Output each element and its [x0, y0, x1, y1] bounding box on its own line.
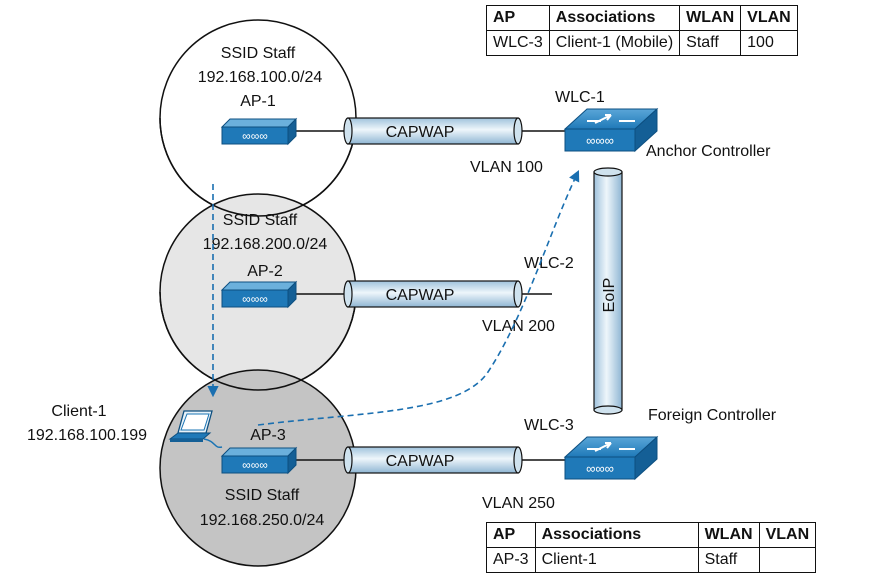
cell-wlan: Staff [697, 547, 760, 573]
cell-associations: Client-1 (Mobile) [548, 30, 681, 56]
capwap-tunnel-2: CAPWAP [343, 280, 523, 308]
cell3-ap-label: AP-3 [250, 427, 286, 444]
cell1-subnet: 192.168.100.0/24 [198, 69, 323, 86]
capwap-label-3: CAPWAP [386, 453, 455, 470]
wlc3-device: ∞∞∞ [563, 435, 659, 481]
capwap-tunnel-3: CAPWAP [343, 446, 523, 474]
col-associations: Associations [534, 522, 699, 548]
cell-wlan: Staff [679, 30, 742, 56]
cell3-subnet: 192.168.250.0/24 [200, 512, 325, 529]
cell-associations: Client-1 [534, 547, 699, 573]
wlc3-label: WLC-3 [524, 417, 574, 434]
ap1-device: ∞∞∞ [220, 117, 298, 146]
cell2-subnet: 192.168.200.0/24 [203, 236, 328, 253]
cell1-ssid: SSID Staff [221, 45, 296, 62]
cell-ap: AP-3 [486, 547, 536, 573]
svg-text:∞∞∞: ∞∞∞ [586, 133, 614, 148]
col-associations: Associations [548, 5, 681, 31]
cell2-ap-label: AP-2 [247, 263, 283, 280]
eoip-tunnel: EoIP [593, 167, 623, 415]
wlc2-label: WLC-2 [524, 255, 574, 272]
association-table-wlc3: AP Associations WLAN VLAN WLC-3 Client-1… [486, 5, 798, 56]
cell-ap: WLC-3 [486, 30, 550, 56]
wlc1-device: ∞∞∞ [563, 107, 659, 153]
cell3-ssid: SSID Staff [225, 487, 300, 504]
wlc2-vlan: VLAN 200 [482, 318, 555, 335]
ap2-device: ∞∞∞ [220, 280, 298, 309]
association-table-ap3: AP Associations WLAN VLAN AP-3 Client-1 … [486, 522, 817, 573]
wlc1-role: Anchor Controller [646, 143, 771, 160]
col-wlan: WLAN [697, 522, 760, 548]
ap3-device: ∞∞∞ [220, 446, 298, 475]
wlc3-vlan: VLAN 250 [482, 495, 555, 512]
col-ap: AP [486, 5, 550, 31]
svg-text:∞∞∞: ∞∞∞ [242, 129, 268, 143]
laptop-icon [168, 410, 223, 449]
wlc1-vlan: VLAN 100 [470, 159, 543, 176]
table-row: AP-3 Client-1 Staff [486, 547, 817, 573]
cell1-ap-label: AP-1 [240, 93, 276, 110]
table-row: WLC-3 Client-1 (Mobile) Staff 100 [486, 30, 798, 56]
col-wlan: WLAN [679, 5, 742, 31]
client-name: Client-1 [51, 403, 106, 420]
col-vlan: VLAN [758, 522, 817, 548]
traffic-path-arrow [257, 169, 580, 426]
svg-text:∞∞∞: ∞∞∞ [242, 292, 268, 306]
cell-vlan: 100 [740, 30, 798, 56]
cell2-ssid: SSID Staff [223, 212, 298, 229]
col-ap: AP [486, 522, 536, 548]
cell-vlan [758, 547, 817, 573]
capwap-label-2: CAPWAP [386, 287, 455, 304]
eoip-label: EoIP [601, 278, 618, 313]
svg-text:∞∞∞: ∞∞∞ [242, 458, 268, 472]
wlc1-label: WLC-1 [555, 89, 605, 106]
capwap-tunnel-1: CAPWAP [343, 117, 523, 145]
wlc3-role: Foreign Controller [648, 407, 777, 424]
col-vlan: VLAN [740, 5, 798, 31]
capwap-label-1: CAPWAP [386, 124, 455, 141]
client-ip: 192.168.100.199 [27, 427, 147, 444]
svg-text:∞∞∞: ∞∞∞ [586, 461, 614, 476]
